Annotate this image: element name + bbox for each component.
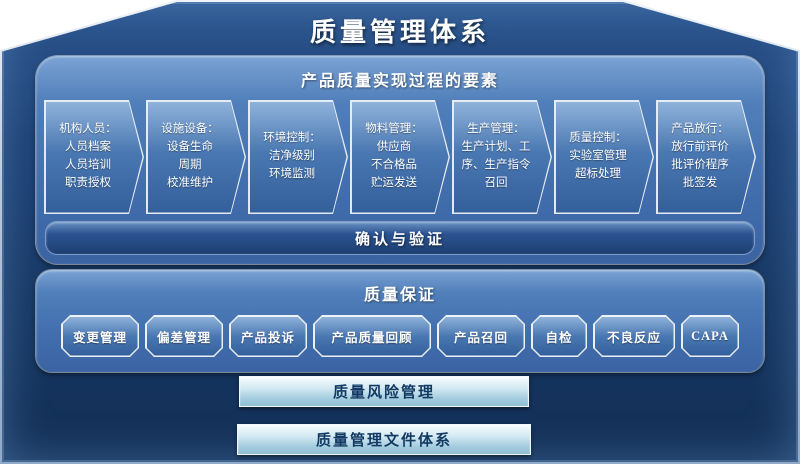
qa-item-label: 产品召回	[453, 330, 508, 345]
qa-item-fill	[439, 317, 524, 356]
process-step-fill	[556, 102, 653, 213]
qa-item-quality-review: 产品质量回顾	[313, 315, 431, 357]
process-step-label: 设施设备： 设备生命 周期 校准维护	[161, 123, 219, 189]
qa-item-capa: CAPA	[681, 315, 739, 357]
page-title: 质量管理体系	[309, 18, 490, 47]
qa-item-fill	[147, 317, 222, 356]
qa-item-label: 产品质量回顾	[331, 330, 413, 345]
process-step-label: 产品放行： 放行前评价 批评价程序 批签发	[671, 123, 729, 189]
qa-item-adverse-reaction: 不良反应	[593, 315, 675, 357]
process-step-fill	[148, 102, 245, 213]
process-step-label: 环境控制： 洁净级别 环境监测	[263, 132, 321, 180]
risk-management-label: 质量风险管理	[332, 385, 435, 401]
qa-item-label: 产品投诉	[240, 330, 295, 345]
process-panel: 产品质量实现过程的要素 机构人员： 人员档案 人员培训 职责授权 设施设备： 设…	[36, 56, 764, 264]
process-step-environment: 环境控制： 洁净级别 环境监测	[248, 100, 348, 214]
process-step-materials: 物料管理： 供应商 不合格品 贮运发送	[350, 100, 450, 214]
qa-items-row: 变更管理 偏差管理 产品投诉 产品质量回顾 产品召回 自检	[60, 314, 740, 358]
qa-item-complaint: 产品投诉	[229, 315, 307, 357]
qa-item-label: 不良反应	[606, 330, 661, 345]
validation-bar-label: 确认与验证	[354, 231, 445, 248]
qa-item-label: 偏差管理	[156, 330, 211, 345]
process-step-label: 生产管理： 生产计划、工 序、生产指令 召回	[461, 123, 531, 189]
qa-item-label: 自检	[545, 330, 573, 345]
qa-panel: 质量保证 变更管理 偏差管理 产品投诉 产品质量回顾 产品召回	[36, 270, 764, 372]
process-step-fill	[46, 102, 143, 213]
qa-item-label: CAPA	[691, 328, 729, 343]
qa-item-label: 变更管理	[72, 330, 127, 345]
process-step-production: 生产管理： 生产计划、工 序、生产指令 召回	[452, 100, 552, 214]
qa-item-fill	[595, 317, 674, 356]
process-step-label: 质量控制： 实验室管理 超标处理	[569, 132, 627, 180]
document-system-label: 质量管理文件体系	[315, 433, 452, 449]
process-step-label: 机构人员： 人员档案 人员培训 职责授权	[59, 123, 117, 189]
qa-panel-title: 质量保证	[363, 287, 436, 304]
process-step-facilities: 设施设备： 设备生命 周期 校准维护	[146, 100, 246, 214]
process-step-quality-control: 质量控制： 实验室管理 超标处理	[554, 100, 654, 214]
process-arrows-row: 机构人员： 人员档案 人员培训 职责授权 设施设备： 设备生命 周期 校准维护 …	[44, 100, 756, 214]
qa-item-fill	[533, 317, 586, 356]
process-step-fill	[352, 102, 449, 213]
qa-item-fill	[231, 317, 306, 356]
process-step-personnel: 机构人员： 人员档案 人员培训 职责授权	[44, 100, 144, 214]
risk-management-bar: 质量风险管理	[239, 376, 529, 407]
qa-item-fill	[63, 317, 138, 356]
process-step-release: 产品放行： 放行前评价 批评价程序 批签发	[656, 100, 756, 214]
qa-item-self-inspection: 自检	[531, 315, 587, 357]
qa-item-fill	[683, 317, 738, 356]
process-step-label: 物料管理： 供应商 不合格品 贮运发送	[365, 123, 423, 189]
process-panel-title: 产品质量实现过程的要素	[300, 73, 499, 90]
qa-item-deviation: 偏差管理	[145, 315, 223, 357]
document-system-bar: 质量管理文件体系	[237, 424, 531, 455]
process-step-fill	[454, 102, 551, 213]
process-step-fill	[658, 102, 755, 213]
process-step-fill	[250, 102, 347, 213]
qa-item-change: 变更管理	[61, 315, 139, 357]
qa-item-fill	[315, 317, 430, 356]
validation-bar: 确认与验证	[46, 222, 754, 254]
qa-item-recall: 产品召回	[437, 315, 525, 357]
